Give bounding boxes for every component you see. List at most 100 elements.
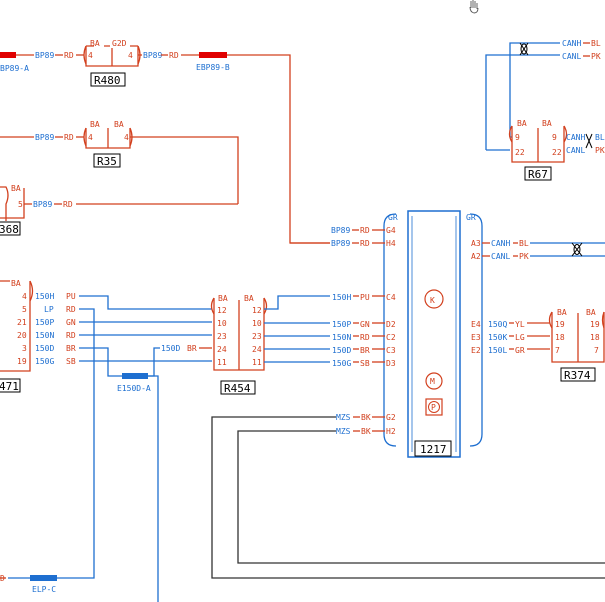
svg-text:H2: H2 [386,427,396,436]
svg-text:C3: C3 [386,346,396,355]
connector-r35: BA BA 4 4 R35 [83,120,133,168]
svg-text:BK: BK [361,413,371,422]
svg-text:GR: GR [515,346,525,355]
svg-text:D: D [0,574,5,583]
svg-text:19: 19 [17,357,27,366]
svg-text:PU: PU [360,293,370,302]
svg-text:G2D: G2D [112,39,127,48]
module-body [407,210,461,458]
svg-text:PU: PU [66,292,76,301]
svg-text:4: 4 [88,133,93,142]
svg-text:CANL: CANL [562,52,581,61]
motor-symbol-icon [425,372,443,390]
svg-text:12: 12 [252,306,262,315]
svg-text:150L: 150L [488,346,507,355]
svg-text:BP89: BP89 [143,51,162,60]
svg-text:CANH: CANH [566,133,585,142]
svg-text:PK: PK [591,52,601,61]
svg-text:D3: D3 [386,359,396,368]
svg-text:11: 11 [217,358,227,367]
svg-text:4: 4 [124,133,129,142]
svg-text:H4: H4 [386,239,396,248]
svg-text:BA: BA [542,119,552,128]
splice-label-top-left: BP89-A [0,64,29,73]
label-box-r374 [560,367,596,382]
svg-text:RD: RD [169,51,179,60]
svg-text:12: 12 [217,306,227,315]
label-box-r454 [220,380,256,395]
svg-text:GN: GN [66,318,76,327]
twisted-pair-top-icon [519,42,529,56]
svg-text:150D: 150D [35,344,54,353]
svg-text:M: M [430,377,435,386]
twisted-pair-icon [571,242,583,257]
wires-471: 150H PU LP RD 150P GN 150N RD 150D BR 15… [35,292,212,579]
module-1217: GR GR K M P 1217 G4 H4 C4 D2 C2 C3 D3 G2… [383,210,483,458]
svg-text:CANL: CANL [566,146,585,155]
svg-text:4: 4 [22,292,27,301]
svg-text:10: 10 [252,319,262,328]
label-368: 368 [0,223,19,236]
wires-can-1217: CANH BL CANL PK [482,239,605,261]
wire-368-row: BA 5 BP89 RD 368 [0,184,238,236]
svg-text:BP89: BP89 [331,239,350,248]
svg-text:3: 3 [22,344,27,353]
svg-text:BA: BA [586,308,596,317]
svg-text:CANL: CANL [491,252,510,261]
svg-text:ELP-C: ELP-C [32,585,56,594]
splice-e150d: E150D-A 150D BR [117,344,212,602]
svg-text:18: 18 [555,333,565,342]
svg-text:MZS: MZS [336,427,351,436]
svg-text:22: 22 [552,148,562,157]
svg-text:BL: BL [519,239,529,248]
splice-elpc: D ELP-C [0,574,57,594]
label-r374: R374 [564,369,591,382]
svg-text:BL: BL [591,39,601,48]
k-symbol-icon [424,289,444,309]
svg-text:E2: E2 [471,346,481,355]
svg-text:9: 9 [552,133,557,142]
svg-text:BL: BL [595,133,605,142]
label-box-r480 [90,72,126,87]
wires-r454-1217: 150H PU 150P GN 150N RD 150D BR 150G SB [264,293,385,368]
svg-text:YL: YL [515,320,525,329]
svg-text:BR: BR [360,346,370,355]
label-r480: R480 [94,74,121,87]
svg-text:BR: BR [187,344,197,353]
svg-text:18: 18 [590,333,600,342]
wires-mzs: MZS BK MZS BK [211,413,605,579]
splice-bar-ebp89b [199,52,227,58]
svg-text:BK: BK [361,427,371,436]
svg-text:BA: BA [11,279,21,288]
svg-text:BA: BA [218,294,228,303]
svg-text:SB: SB [66,357,76,366]
svg-text:P: P [431,403,436,412]
svg-text:4: 4 [88,51,93,60]
svg-text:150G: 150G [332,359,351,368]
svg-text:23: 23 [252,332,262,341]
svg-text:CANH: CANH [491,239,510,248]
svg-text:5: 5 [18,200,23,209]
svg-text:150D: 150D [161,344,180,353]
svg-text:24: 24 [252,345,262,354]
svg-text:BP89: BP89 [35,51,54,60]
svg-text:G2: G2 [386,413,396,422]
svg-text:MZS: MZS [336,413,351,422]
label-r67: R67 [528,168,548,181]
svg-text:LG: LG [515,333,525,342]
svg-text:RD: RD [360,226,370,235]
connector-471: BA 4 5 21 20 3 19 471 [0,279,34,393]
svg-text:11: 11 [252,358,262,367]
svg-text:BA: BA [90,120,100,129]
svg-text:22: 22 [515,148,525,157]
svg-text:PK: PK [595,146,605,155]
svg-text:21: 21 [17,318,27,327]
svg-text:G4: G4 [386,226,396,235]
splice-label-ebp89b: EBP89-B [196,63,230,72]
label-box-r35 [93,153,121,168]
svg-text:GR: GR [388,213,398,222]
svg-text:SB: SB [360,359,370,368]
svg-text:E150D-A: E150D-A [117,384,151,393]
splice-bar-e150d [122,373,148,379]
